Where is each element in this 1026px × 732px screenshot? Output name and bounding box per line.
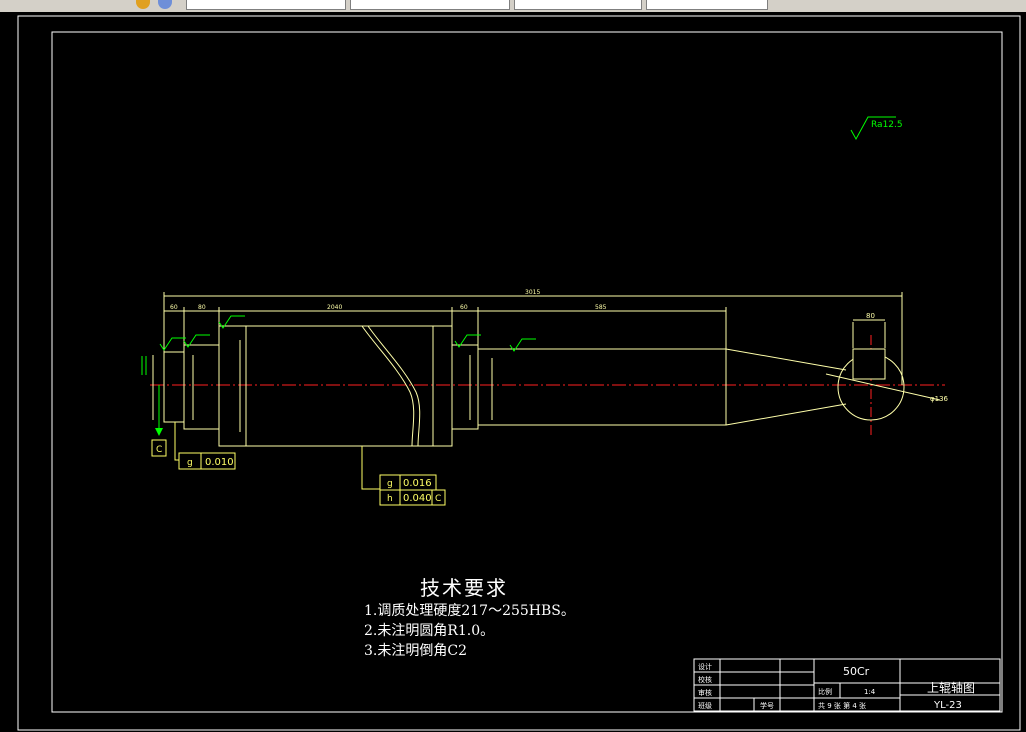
dim-neck: 585	[595, 304, 607, 311]
dimension-texts: 3015 60 80 2040 60 585	[170, 289, 607, 311]
tol-barrel-symbol2: h	[387, 494, 393, 504]
tol-left-symbol: g	[187, 458, 193, 468]
tb-label-class: 班级	[698, 701, 712, 710]
tol-barrel-datum: C	[435, 494, 441, 504]
tol-left-value: 0.010	[205, 457, 234, 468]
dim-seg1: 60	[170, 304, 178, 311]
lineweight-dropdown[interactable]	[514, 0, 642, 10]
tb-label-student-no: 学号	[760, 701, 774, 710]
tb-scale-label: 比例	[818, 687, 832, 696]
tb-material: 50Cr	[843, 665, 870, 678]
roughness-symbol-global: Ra12.5	[850, 116, 903, 141]
dim-seg2: 80	[198, 304, 206, 311]
dim-seg4: 60	[460, 304, 468, 311]
linetype-dropdown[interactable]	[350, 0, 510, 10]
local-roughness-marks	[141, 315, 536, 375]
tb-label-design: 设计	[698, 662, 712, 671]
section-dim-label: φ136	[930, 395, 949, 403]
toolbar-icon-yellow[interactable]	[136, 0, 150, 9]
key-width-dim: 80	[866, 312, 875, 320]
datum-feature: C	[151, 385, 167, 457]
cross-section-view	[825, 319, 941, 421]
drawing-canvas[interactable]: Ra12.5 80 φ136 3	[0, 12, 1026, 732]
dimension-lines	[163, 292, 903, 385]
engineering-drawing: Ra12.5 80 φ136 3	[17, 15, 1021, 731]
datum-letter: C	[156, 445, 162, 455]
technical-requirement-3: 3.未注明倒角C2	[364, 643, 467, 659]
roll-barrel	[218, 325, 453, 447]
tb-scale-value: 1:4	[864, 688, 876, 696]
inner-frame	[51, 31, 1003, 713]
roughness-text: Ra12.5	[871, 120, 903, 130]
journal-left-end	[163, 351, 185, 423]
break-line-2	[367, 325, 421, 447]
tol-barrel-value2: 0.040	[403, 493, 432, 504]
tb-label-review: 审核	[698, 688, 712, 697]
tol-barrel-value1: 0.016	[403, 478, 432, 489]
shaft-outline	[163, 325, 847, 447]
layer-dropdown[interactable]	[186, 0, 346, 10]
plotstyle-dropdown[interactable]	[646, 0, 768, 10]
title-block-texts: 设计 校核 审核 班级 学号 比例 1:4 共 9 张 第 4 张	[698, 662, 876, 710]
technical-requirement-1: 1.调质处理硬度217～255HBS。	[364, 603, 575, 619]
diameter-marks	[152, 340, 493, 432]
tb-drawing-number: YL-23	[933, 700, 962, 711]
title-block	[693, 658, 1001, 712]
dim-barrel: 2040	[327, 304, 342, 311]
dim-overall: 3015	[525, 289, 540, 296]
break-line-1	[361, 325, 415, 447]
outer-frame	[17, 15, 1021, 731]
tolerance-frame-left: g 0.010	[174, 422, 236, 470]
toolbar-icon-blue[interactable]	[158, 0, 172, 9]
tb-sheet-info: 共 9 张 第 4 张	[818, 701, 866, 710]
technical-requirements-title: 技术要求	[420, 576, 508, 600]
tol-barrel-symbol1: g	[387, 479, 393, 489]
tb-drawing-title: 上辊轴图	[927, 680, 975, 695]
journal-right	[451, 344, 479, 430]
tolerance-frame-barrel: g 0.016 h 0.040 C	[361, 446, 446, 506]
technical-requirement-2: 2.未注明圆角R1.0。	[364, 623, 495, 639]
neck-section	[477, 348, 727, 426]
tb-label-check: 校核	[698, 675, 712, 684]
journal-left	[183, 344, 220, 430]
